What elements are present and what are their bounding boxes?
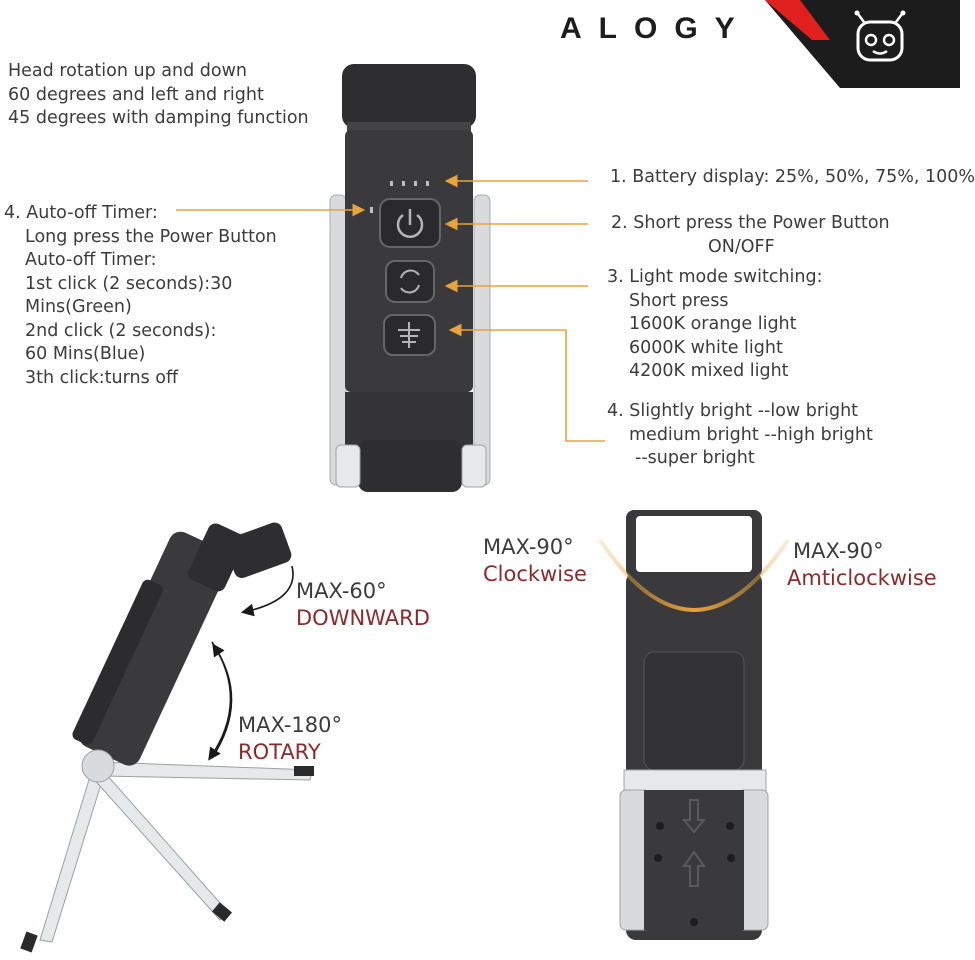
head-rotation-line: Head rotation up and down (8, 61, 247, 81)
timer-callout-line: 60 Mins(Blue) (25, 344, 146, 364)
mode-callout-line: 1600K orange light (629, 314, 797, 334)
timer-callout-line: 2nd click (2 seconds): (25, 320, 217, 341)
book-light-back-view (619, 510, 769, 940)
brightness-button[interactable] (383, 314, 436, 356)
head-rotation-note: Head rotation up and down 60 degrees and… (8, 60, 309, 131)
mode-callout-title: 3. Light mode switching: (607, 267, 823, 287)
brightness-callout-line: 4. Slightly bright --low bright (607, 401, 859, 421)
power-callout: 2. Short press the Power Button ON/OFF (611, 212, 890, 259)
anticlockwise-label: Amticlockwise (787, 566, 937, 590)
power-button[interactable] (379, 198, 441, 248)
timer-callout-line: 3th click:turns off (25, 367, 179, 388)
clockwise-value: MAX-90° (483, 535, 574, 559)
clockwise-label: Clockwise (483, 562, 587, 586)
downward-label: DOWNWARD (296, 606, 430, 630)
callout-leader-lines (176, 174, 605, 442)
battery-indicator (390, 181, 429, 186)
timer-callout-title: 4. Auto-off Timer: (4, 203, 158, 223)
rotary-value: MAX-180° (238, 713, 342, 737)
head-rotation-line: 60 degrees and left and right (8, 84, 264, 105)
brightness-callout-line: --super bright (635, 448, 755, 468)
mode-button[interactable] (385, 260, 435, 303)
timer-callout: 4. Auto-off Timer: Long press the Power … (4, 202, 277, 390)
timer-callout-line: Mins(Green) (25, 297, 132, 317)
rotary-rotation-label: MAX-180° ROTARY (238, 712, 342, 766)
anticlockwise-rotation-label: MAX-90° Amticlockwise (787, 538, 937, 592)
brightness-callout-line: medium bright --high bright (629, 424, 873, 445)
power-callout-line: 2. Short press the Power Button (611, 213, 890, 233)
book-light-front-view (329, 64, 491, 492)
mode-callout-line: Short press (629, 290, 729, 311)
timer-callout-line: 1st click (2 seconds):30 (25, 273, 233, 294)
mode-callout: 3. Light mode switching: Short press 160… (607, 266, 823, 384)
anticlockwise-value: MAX-90° (793, 539, 884, 563)
brightness-callout: 4. Slightly bright --low bright medium b… (607, 400, 873, 471)
rotary-label: ROTARY (238, 740, 321, 764)
arrow-down-icon (681, 799, 707, 834)
arrow-up-icon (682, 850, 706, 887)
brand-banner (765, 0, 960, 88)
battery-callout: 1. Battery display: 25%, 50%, 75%, 100% (610, 167, 975, 187)
brightness-icon (398, 322, 420, 348)
power-icon (396, 209, 424, 238)
brand-logo: ALOGY (560, 12, 752, 45)
rotation-arc-back (598, 538, 790, 612)
timer-callout-line: Auto-off Timer: (25, 250, 157, 270)
downward-rotation-label: MAX-60° DOWNWARD (296, 578, 430, 632)
timer-callout-line: Long press the Power Button (25, 226, 277, 247)
book-light-side-view (20, 522, 314, 953)
mode-callout-line: 4200K mixed light (629, 361, 789, 381)
cycle-icon (400, 269, 420, 294)
head-rotation-line: 45 degrees with damping function (8, 108, 309, 128)
rotation-arrows-side (208, 565, 294, 761)
power-callout-line: ON/OFF (708, 236, 775, 257)
downward-value: MAX-60° (296, 579, 387, 603)
mode-callout-line: 6000K white light (629, 337, 783, 358)
clockwise-rotation-label: MAX-90° Clockwise (483, 534, 587, 588)
robot-face-icon (854, 10, 906, 62)
